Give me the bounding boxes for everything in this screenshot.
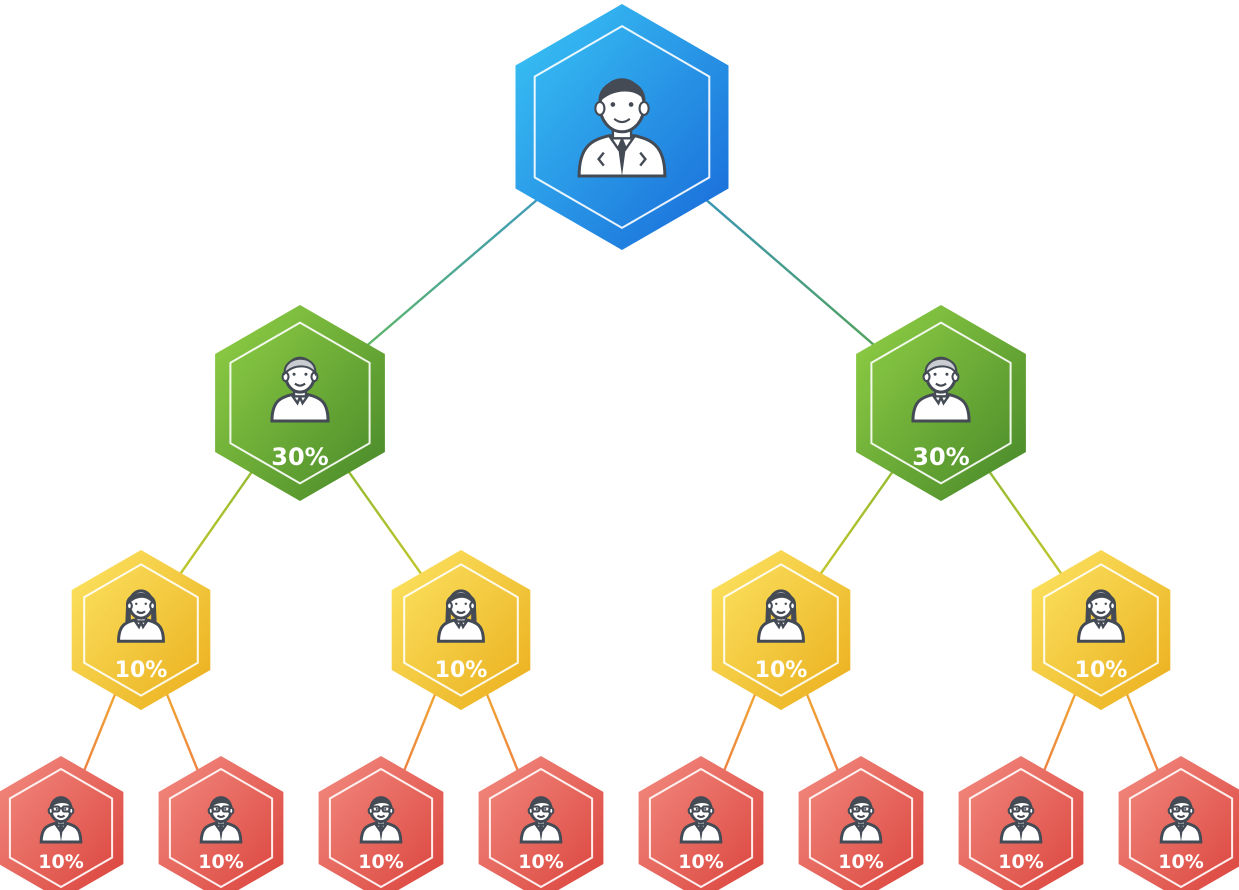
hexagon-inner-border [83, 563, 199, 697]
level4-node: 10% [958, 756, 1084, 890]
percentage-label: 10% [998, 851, 1043, 873]
percentage-label: 10% [198, 851, 243, 873]
hexagon-inner-border [168, 767, 274, 889]
level3-node: 10% [391, 550, 531, 710]
percentage-label: 30% [912, 443, 969, 471]
man-glasses-icon [519, 796, 563, 844]
hexagon-inner-border [8, 767, 114, 889]
node-layer: 30% 30% 10% 10% 10% 10% 10% 10% 10% 10% 10% 10% 10% 1… [0, 4, 1239, 890]
man-glasses-icon [39, 796, 83, 844]
level2-node: 30% [215, 305, 385, 501]
woman-icon [117, 589, 165, 643]
level4-node: 10% [1118, 756, 1239, 890]
percentage-label: 10% [1158, 851, 1203, 873]
hexagon-inner-border [403, 563, 519, 697]
level4-node: 10% [638, 756, 764, 890]
level4-node: 10% [318, 756, 444, 890]
hexagon-inner-border [808, 767, 914, 889]
level4-node: 10% [158, 756, 284, 890]
percentage-label: 10% [518, 851, 563, 873]
percentage-label: 10% [838, 851, 883, 873]
man-glasses-icon [999, 796, 1043, 844]
woman-icon [757, 589, 805, 643]
man-glasses-icon [1159, 796, 1203, 844]
hexagon-inner-border [488, 767, 594, 889]
hexagon-inner-border [723, 563, 839, 697]
woman-icon [1077, 589, 1125, 643]
hexagon-inner-border [968, 767, 1074, 889]
hexagon-inner-border [328, 767, 434, 889]
level3-node: 10% [71, 550, 211, 710]
man-glasses-icon [679, 796, 723, 844]
hexagon-inner-border [1128, 767, 1234, 889]
percentage-label: 10% [435, 658, 488, 683]
hexagon-inner-border [229, 321, 371, 485]
level2-node: 30% [856, 305, 1026, 501]
percentage-label: 10% [678, 851, 723, 873]
hexagon-inner-border [648, 767, 754, 889]
woman-icon [437, 589, 485, 643]
level4-node: 10% [798, 756, 924, 890]
percentage-label: 10% [358, 851, 403, 873]
businessman-icon [577, 78, 667, 178]
percentage-label: 10% [38, 851, 83, 873]
percentage-label: 10% [755, 658, 808, 683]
man-icon [911, 356, 971, 423]
hexagon-inner-border [870, 321, 1012, 485]
percentage-label: 10% [115, 658, 168, 683]
man-glasses-icon [359, 796, 403, 844]
man-glasses-icon [839, 796, 883, 844]
man-glasses-icon [199, 796, 243, 844]
level4-node: 10% [478, 756, 604, 890]
level3-node: 10% [711, 550, 851, 710]
hexagon-inner-border [533, 24, 711, 230]
percentage-label: 10% [1075, 658, 1128, 683]
hexagon-inner-border [1043, 563, 1159, 697]
man-icon [270, 356, 330, 423]
top-sponsor-node [515, 4, 729, 250]
level4-node: 10% [0, 756, 124, 890]
percentage-label: 30% [271, 443, 328, 471]
level3-node: 10% [1031, 550, 1171, 710]
